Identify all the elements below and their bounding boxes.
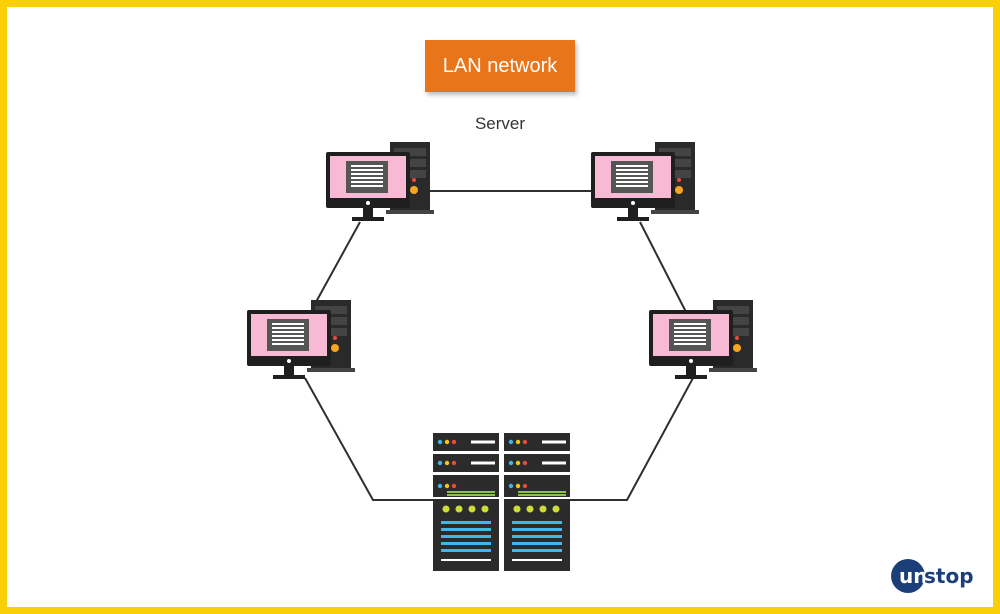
- computer-icon-top-right: [590, 141, 700, 222]
- diagram-canvas: [7, 7, 993, 607]
- svg-text:stop: stop: [924, 564, 974, 588]
- link-right-to-server: [566, 377, 694, 501]
- server-label: Server: [474, 114, 526, 133]
- unstop-logo: un stop: [891, 559, 974, 593]
- connections: [304, 190, 694, 501]
- computer-icon-left: [246, 299, 356, 380]
- link-top-right-to-right: [639, 221, 687, 313]
- computer-icon-right: [648, 299, 758, 380]
- svg-text:un: un: [899, 564, 927, 588]
- computer-icon-top-left: [325, 141, 435, 222]
- server-rack-icon: [433, 433, 570, 571]
- link-top-left-to-left: [315, 221, 361, 303]
- link-left-to-server: [304, 377, 434, 501]
- title-box: LAN network: [425, 40, 575, 92]
- diagram-title: LAN network: [442, 54, 558, 77]
